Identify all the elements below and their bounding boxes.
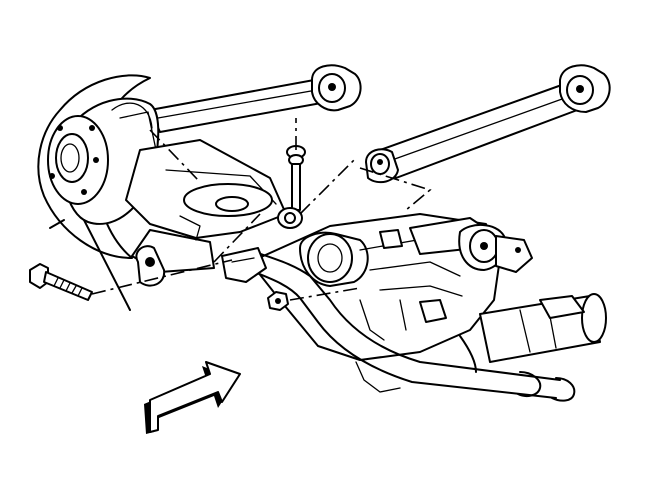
frame-bracket [221, 247, 267, 283]
mounting-nut [267, 291, 289, 311]
knuckle-lower-arm [125, 139, 287, 287]
mounting-bolt [29, 263, 93, 301]
front-direction-arrow [144, 361, 241, 434]
alignment-lines [49, 118, 432, 311]
stabilizer-link [277, 145, 306, 229]
axle-housing [249, 213, 533, 361]
frame-rail [239, 249, 576, 402]
axle-tube-right [479, 293, 607, 363]
upper-control-arm-right [365, 64, 611, 184]
upper-control-arm-rear [149, 64, 362, 133]
